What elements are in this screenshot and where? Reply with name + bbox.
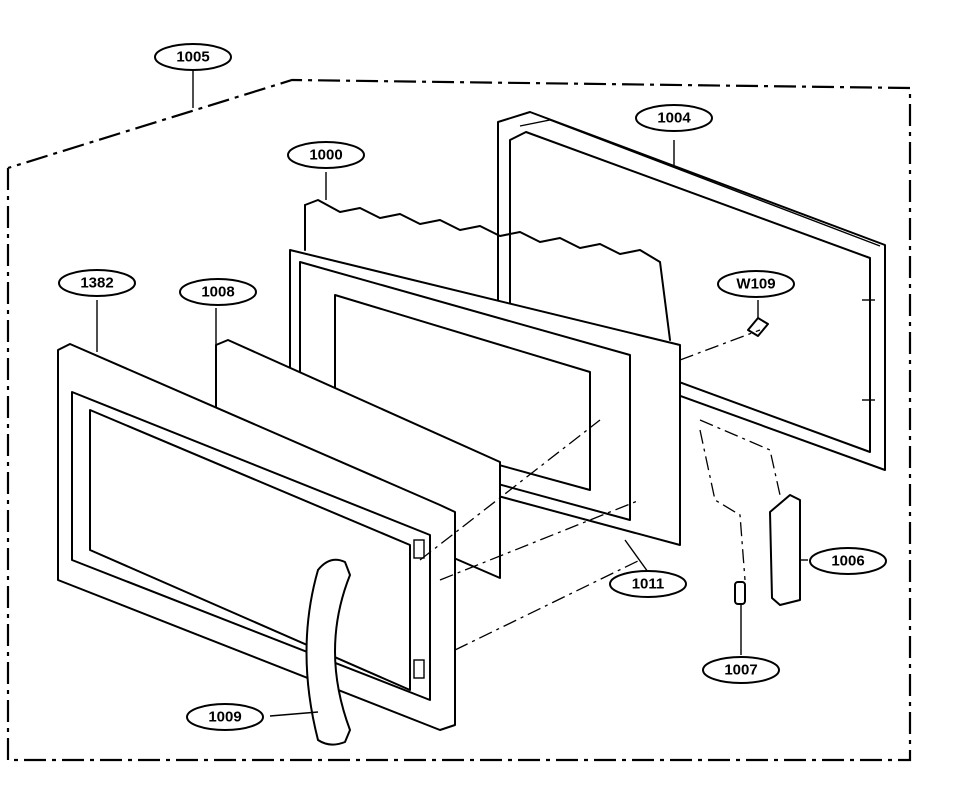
callout-1000: 1000: [287, 141, 365, 169]
assembly-boundary: [6, 70, 912, 762]
part-door-panel: [289, 172, 681, 546]
label-1007: 1007: [724, 662, 757, 679]
callout-1008: 1008: [179, 278, 257, 306]
label-1008: 1008: [201, 284, 234, 301]
part-barrier: [624, 539, 649, 573]
callout-1005: 1005: [154, 43, 232, 71]
part-latch-hook: [769, 494, 808, 606]
callout-1006: 1006: [809, 547, 887, 575]
part-handle: [269, 558, 351, 746]
part-screw: [747, 300, 769, 337]
assembly-lines: [419, 329, 781, 651]
part-spring: [734, 581, 746, 655]
callout-1004: 1004: [635, 104, 713, 132]
label-1011: 1011: [632, 576, 665, 593]
callout-1382: 1382: [58, 269, 136, 297]
label-1005: 1005: [176, 49, 209, 66]
callout-1011: 1011: [609, 570, 687, 598]
callout-1009: 1009: [186, 703, 264, 731]
label-1004: 1004: [657, 110, 691, 127]
label-1009: 1009: [208, 709, 241, 726]
label-W109: W109: [736, 276, 775, 293]
callout-W109: W109: [717, 270, 795, 298]
part-door-frame: [497, 111, 886, 471]
label-1006: 1006: [831, 553, 864, 570]
label-1000: 1000: [309, 147, 342, 164]
label-1382: 1382: [80, 275, 113, 292]
callout-1007: 1007: [702, 656, 780, 684]
